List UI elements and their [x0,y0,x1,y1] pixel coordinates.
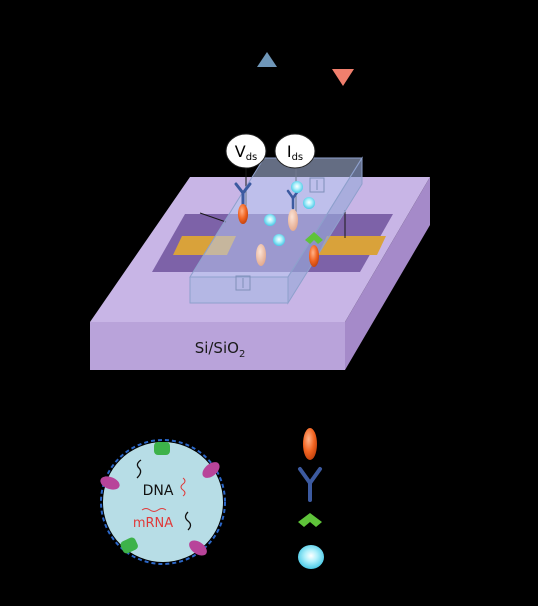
vds-subscript: ds [246,152,258,163]
orange-marker-icon [238,204,248,224]
substrate-subscript: 2 [239,349,245,360]
antibody-icon [298,467,322,502]
outlet-port [309,177,325,193]
ids-label: I [287,142,292,161]
purple-receptor [202,462,220,478]
cyan-sphere-icon [273,234,285,246]
purple-receptor [100,476,120,490]
dna-label: DNA [143,483,174,499]
antibody-icon [234,182,252,207]
peach-probe [256,244,266,266]
chevron-icon [298,513,322,527]
vds-bubble: Vds [225,133,267,169]
vds-label: V [235,142,246,161]
triangle-up-icon [257,52,277,67]
mrna-strand [141,508,167,512]
orange-marker-icon [303,428,317,460]
flow-channel [189,156,363,305]
ids-bubble: Ids [274,133,316,169]
electrode-right [318,236,386,255]
cell-membrane [100,439,226,565]
purple-receptor [189,540,207,556]
cell-body [103,442,223,562]
green-receptor [120,537,138,554]
green-receptor [154,442,170,455]
ids-subscript: ds [292,152,304,163]
peach-probe [288,209,298,231]
dna-strand [136,459,142,479]
substrate-side [345,177,430,370]
svg-text:Ids: Ids [287,142,303,163]
cyan-sphere-icon [291,181,303,193]
legend [298,428,324,569]
left-lead [199,212,227,223]
substrate-text: Si/SiO [195,339,239,357]
substrate-label: Si/SiO2 [195,339,246,360]
mrna-strand [180,477,186,497]
flow-channel-side [287,156,363,305]
svg-text:Vds: Vds [235,142,258,163]
substrate-front [90,322,345,370]
cyan-sphere-icon [303,197,315,209]
inlet-port [235,275,251,291]
cyan-sphere-icon [264,214,276,226]
cyan-sphere-icon [298,545,324,569]
triangle-down-icon [332,69,354,86]
orange-marker-icon [309,245,319,267]
cell-diagram: DNA mRNA [100,439,226,565]
dna-strand [184,511,192,531]
mrna-label: mRNA [133,516,173,531]
chevron-icon [305,232,323,244]
